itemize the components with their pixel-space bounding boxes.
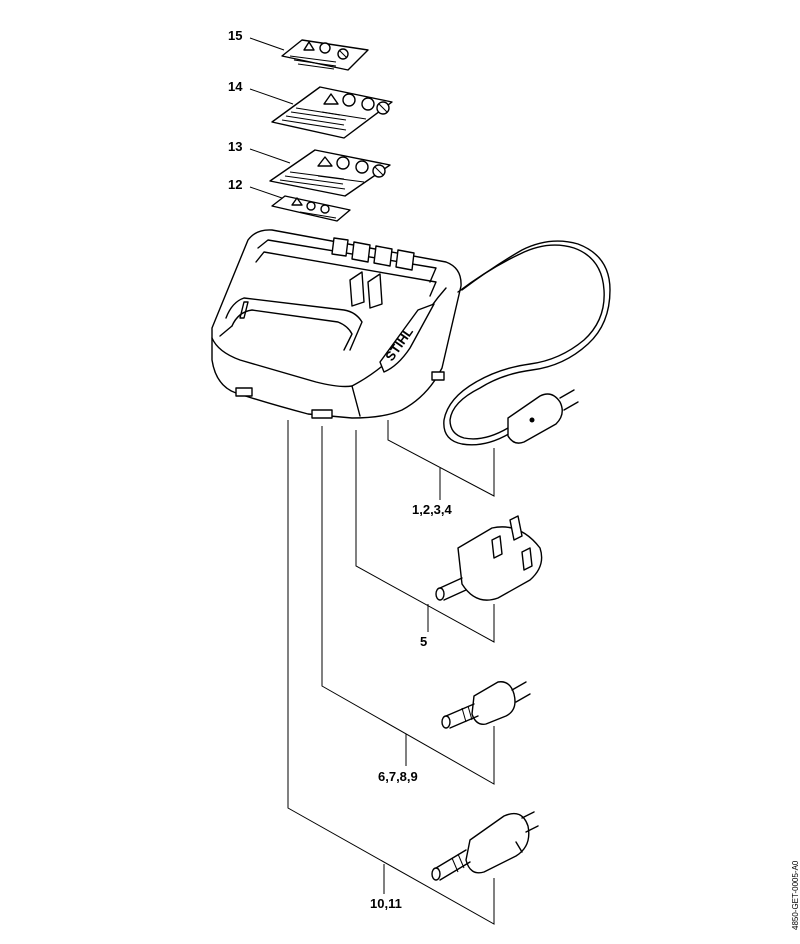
callout-14: 14 xyxy=(228,79,243,94)
warning-label-13 xyxy=(249,148,391,197)
callout-6-7-8-9: 6,7,8,9 xyxy=(378,769,418,784)
callout-10-11: 10,11 xyxy=(370,896,402,911)
warning-label-15 xyxy=(249,37,369,71)
plug-uk xyxy=(435,515,543,601)
callout-5: 5 xyxy=(420,634,427,649)
plug-au xyxy=(431,811,539,881)
callout-15: 15 xyxy=(228,28,242,43)
power-cord-eu xyxy=(443,240,611,446)
leader-lines xyxy=(287,420,495,925)
callout-12: 12 xyxy=(228,177,242,192)
plug-us xyxy=(441,681,531,729)
battery-charger: STIHL xyxy=(211,229,462,419)
callout-1-2-3-4: 1,2,3,4 xyxy=(412,502,453,517)
warning-label-14 xyxy=(249,86,393,139)
warning-label-12 xyxy=(249,186,351,222)
document-id: 4850-GET-0005-A0 xyxy=(791,860,800,930)
callout-13: 13 xyxy=(228,139,242,154)
